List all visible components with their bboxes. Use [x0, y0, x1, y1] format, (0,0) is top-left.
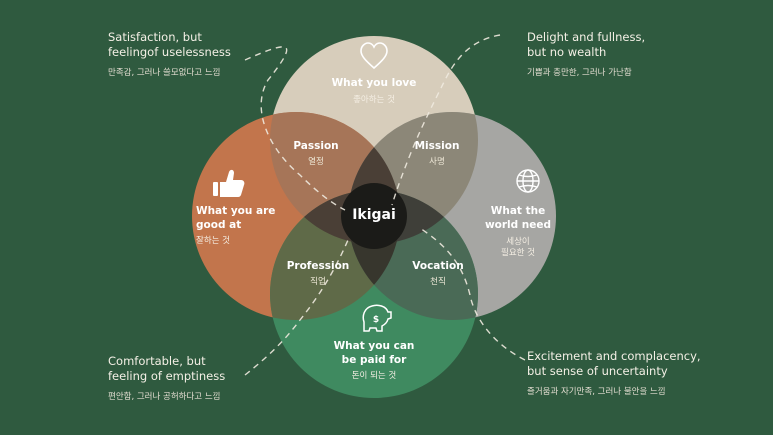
overlap-title: Passion	[293, 140, 339, 152]
label-profession: Profession 직업	[280, 260, 356, 288]
circle-title: What you are	[196, 205, 276, 217]
circle-subtitle-korean: 세상이	[506, 237, 530, 248]
label-vocation: Vocation 천직	[403, 260, 473, 288]
overlap-subtitle-korean: 천직	[430, 276, 446, 287]
circle-subtitle-korean: 필요한 것	[501, 248, 535, 259]
circle-subtitle-korean: 잘하는 것	[196, 236, 230, 247]
corner-text-korean: 편안함, 그러나 공허하다고 느낌	[108, 391, 221, 402]
overlap-subtitle-korean: 열정	[308, 156, 324, 167]
corner-text-korean: 즐거움과 자기만족, 그러나 불안을 느낌	[527, 386, 666, 397]
circle-subtitle-korean: 돈이 되는 것	[351, 371, 397, 382]
label-what-you-love: What you love 좋아하는 것	[314, 77, 434, 106]
circle-title: What you can	[333, 340, 415, 352]
heart-icon	[360, 42, 388, 70]
corner-text: but sense of uncertainty	[527, 363, 668, 378]
globe-icon	[516, 169, 540, 193]
overlap-title: Mission	[414, 140, 460, 152]
piggy-bank-icon: $	[362, 304, 392, 332]
corner-text: but no wealth	[527, 44, 607, 59]
overlap-title: Profession	[286, 260, 350, 272]
corner-bottom-left: Comfortable, but feeling of emptiness 편안…	[108, 354, 308, 403]
corner-text: Delight and fullness,	[527, 30, 646, 44]
label-passion: Passion 열정	[286, 140, 346, 168]
corner-text: Satisfaction, but	[108, 30, 202, 44]
overlap-title: Vocation	[412, 260, 464, 272]
label-what-you-are-good-at: What you are good at 잘하는 것	[196, 205, 296, 247]
circle-title: good at	[196, 218, 242, 231]
thumbs-up-icon	[213, 169, 245, 197]
corner-text-korean: 만족감, 그러나 쓸모없다고 느낌	[108, 67, 221, 78]
corner-text: feelingof uselessness	[108, 44, 231, 59]
circle-subtitle-korean: 좋아하는 것	[353, 94, 395, 105]
circle-title: world need	[484, 218, 552, 231]
label-what-the-world-need: What the world need 세상이 필요한 것	[478, 205, 558, 259]
dashed-connector-bottom-right	[419, 227, 526, 361]
corner-bottom-right: Excitement and complacency, but sense of…	[527, 349, 767, 398]
overlap-subtitle-korean: 사명	[429, 156, 445, 167]
corner-text: feeling of emptiness	[108, 368, 226, 383]
label-what-you-can-be-paid-for: What you can be paid for 돈이 되는 것	[314, 340, 434, 382]
dashed-connector-bottom-left	[244, 239, 349, 376]
overlap-subtitle-korean: 직업	[310, 276, 326, 287]
circle-title: be paid for	[341, 353, 407, 366]
label-mission: Mission 사명	[402, 140, 472, 168]
center-ikigai-label: Ikigai	[352, 207, 396, 223]
corner-text: Comfortable, but	[108, 354, 206, 368]
circle-title: What the	[490, 205, 546, 217]
corner-text-korean: 기쁨과 충만한, 그러나 가난함	[527, 67, 632, 78]
corner-top-left: Satisfaction, but feelingof uselessness …	[108, 30, 308, 79]
circle-title: What you love	[331, 77, 417, 89]
dashed-connector-top-right	[391, 34, 501, 206]
svg-text:$: $	[373, 315, 379, 325]
center-ikigai-disc	[341, 183, 407, 249]
corner-top-right: Delight and fullness, but no wealth 기쁨과 …	[527, 30, 727, 79]
corner-text: Excitement and complacency,	[527, 349, 701, 363]
